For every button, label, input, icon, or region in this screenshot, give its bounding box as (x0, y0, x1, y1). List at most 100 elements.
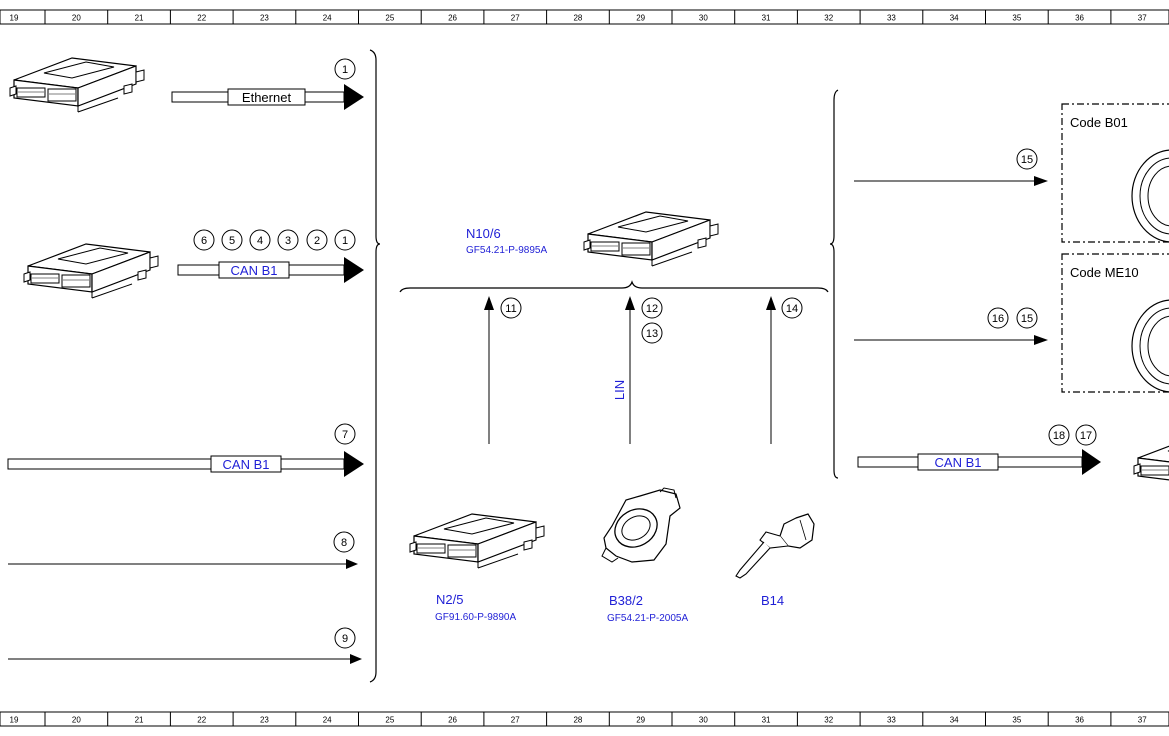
center-bus-brace (399, 280, 829, 293)
bottom-ruler-label: 25 (385, 716, 394, 725)
n10-6-ref: GF54.21-P-9895A (466, 245, 547, 256)
bottom-ruler-label: 21 (135, 716, 144, 725)
svg-text:1: 1 (342, 235, 348, 247)
bottom-ruler-label: 26 (448, 716, 457, 725)
callout-b01-15: 15 (1016, 148, 1038, 170)
callouts-me10: 16 15 (987, 307, 1038, 329)
svg-text:15: 15 (1021, 313, 1033, 325)
b38-2-ref: GF54.21-P-2005A (607, 613, 688, 624)
code-me10-label: Code ME10 (1070, 265, 1139, 280)
svg-text:11: 11 (505, 303, 516, 315)
lin-label: LIN (612, 380, 627, 400)
n2-5-name: N2/5 (436, 592, 463, 607)
top-ruler-label: 28 (573, 14, 582, 23)
svg-text:14: 14 (786, 303, 798, 315)
n2-5-ref: GF91.60-P-9890A (435, 612, 516, 623)
top-ruler-label: 23 (260, 14, 269, 23)
top-ruler-label: 24 (323, 14, 332, 23)
callout-11: 11 (500, 297, 522, 319)
input-14-arrow (766, 296, 776, 444)
signal-8-arrow (8, 559, 358, 569)
top-ruler-label: 22 (197, 14, 206, 23)
bottom-ruler-label: 36 (1075, 716, 1084, 725)
left-group-brace (369, 49, 381, 683)
top-ruler-label: 36 (1075, 14, 1084, 23)
top-ruler-label: 32 (824, 14, 833, 23)
top-ruler-label: 21 (135, 14, 144, 23)
callouts-can-b1-top: 6 5 4 3 2 1 (193, 229, 356, 251)
svg-text:8: 8 (341, 537, 347, 549)
top-ruler-label: 25 (385, 14, 394, 23)
input-11-arrow (484, 296, 494, 444)
ecu-n2-5-icon (409, 513, 545, 569)
svg-text:15: 15 (1021, 154, 1033, 166)
ecu-ethernet-icon (9, 57, 145, 113)
svg-text:9: 9 (342, 633, 348, 645)
svg-text:5: 5 (229, 235, 235, 247)
bottom-ruler-label: 20 (72, 716, 81, 725)
top-ruler-label: 31 (762, 14, 771, 23)
can-b1-mid-arrow: CAN B1 (7, 451, 364, 477)
top-ruler-label: 19 (10, 14, 19, 23)
bottom-ruler-label: 31 (762, 716, 771, 725)
svg-text:12: 12 (646, 303, 658, 315)
ethernet-arrow: Ethernet (171, 84, 364, 110)
svg-text:1: 1 (342, 64, 348, 76)
bottom-ruler-label: 22 (197, 716, 206, 725)
bottom-ruler-label: 33 (887, 716, 896, 725)
callout-14: 14 (781, 297, 803, 319)
top-ruler-label: 34 (950, 14, 959, 23)
bottom-ruler-label: 30 (699, 716, 708, 725)
svg-text:13: 13 (646, 328, 658, 340)
bottom-ruler-label: 29 (636, 716, 645, 725)
bottom-ruler-label: 23 (260, 716, 269, 725)
can-b1-out-label: CAN B1 (935, 455, 982, 470)
bottom-ruler-label: 32 (824, 716, 833, 725)
top-ruler (0, 9, 1169, 25)
bottom-ruler-label: 35 (1012, 716, 1021, 725)
svg-text:4: 4 (257, 235, 263, 247)
svg-text:17: 17 (1080, 430, 1092, 442)
ecu-can-b1-icon (23, 243, 159, 299)
temperature-sensor-icon (735, 513, 815, 579)
top-ruler-label: 20 (72, 14, 81, 23)
top-ruler-label: 37 (1138, 14, 1147, 23)
callout-signal-9: 9 (334, 627, 356, 649)
callouts-lin: 12 13 (641, 297, 663, 344)
top-ruler-label: 35 (1012, 14, 1021, 23)
code-b01-label: Code B01 (1070, 115, 1128, 130)
svg-text:18: 18 (1053, 430, 1065, 442)
code-me10-box: Code ME10 (1061, 253, 1169, 393)
right-group-brace (829, 89, 839, 479)
output-can-b1-arrow: CAN B1 (857, 449, 1101, 475)
callout-can-b1-mid-7: 7 (334, 423, 356, 445)
n10-6-name: N10/6 (466, 226, 501, 241)
top-ruler-label: 26 (448, 14, 457, 23)
svg-text:3: 3 (285, 235, 291, 247)
signal-9-arrow (8, 654, 362, 664)
bottom-ruler-label: 24 (323, 716, 332, 725)
bottom-ruler-label: 37 (1138, 716, 1147, 725)
bottom-ruler-label: 27 (511, 716, 520, 725)
svg-text:2: 2 (314, 235, 320, 247)
can-b1-top-label: CAN B1 (231, 263, 278, 278)
input-lin-arrow (625, 296, 635, 444)
svg-text:7: 7 (342, 429, 348, 441)
top-ruler-label: 27 (511, 14, 520, 23)
callout-ethernet-1: 1 (334, 58, 356, 80)
top-ruler-label: 30 (699, 14, 708, 23)
bottom-ruler-label: 28 (573, 716, 582, 725)
headlamp-icon (1131, 149, 1169, 243)
ecu-can-b1-out-icon (1133, 435, 1169, 491)
svg-text:6: 6 (201, 235, 207, 247)
svg-text:16: 16 (992, 313, 1004, 325)
b14-name: B14 (761, 593, 784, 608)
ecu-n10-6-icon (583, 211, 719, 267)
bottom-ruler-label: 34 (950, 716, 959, 725)
bottom-ruler (0, 711, 1169, 727)
top-ruler-label: 33 (887, 14, 896, 23)
b38-2-name: B38/2 (609, 593, 643, 608)
ethernet-label: Ethernet (242, 90, 292, 105)
headlamp-icon (1131, 299, 1169, 393)
